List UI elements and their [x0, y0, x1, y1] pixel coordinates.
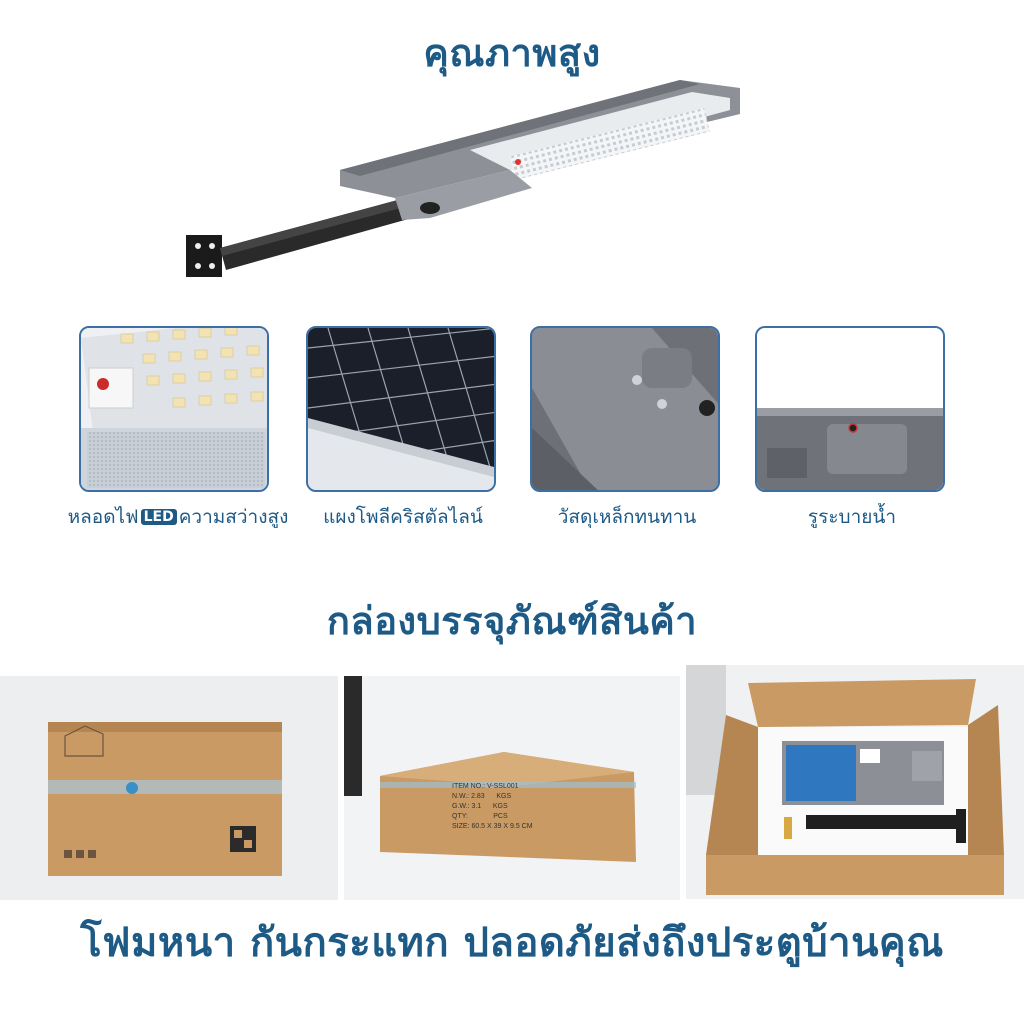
feature-caption-solar: แผงโพลีคริสตัลไลน์ — [323, 506, 483, 528]
led-closeup-image — [79, 326, 269, 492]
packaging-title: กล่องบรรจุภัณฑ์สินค้า — [326, 599, 698, 643]
feature-caption-material: วัสดุเหล็กทนทาน — [557, 506, 697, 528]
street-lamp-image — [180, 70, 740, 300]
metal-housing-closeup-image — [530, 326, 720, 492]
drain-hole-closeup-image — [755, 326, 945, 492]
open-box-photo — [686, 665, 1024, 899]
solar-panel-closeup-image — [306, 326, 496, 492]
box-item-no: ITEM NO.: V-SSL001 — [452, 783, 519, 790]
page-title: คุณภาพสูง — [423, 31, 601, 75]
box-label: ITEM NO.: V-SSL001 N.W.: 2.83 KGS G.W.: … — [452, 783, 533, 830]
sealed-box-photo — [0, 676, 338, 900]
footer-tagline: โฟมหนา กันกระแทก ปลอดภัยส่งถึงประตูบ้านค… — [80, 920, 944, 966]
led-badge: LED — [140, 509, 177, 525]
feature-caption-drain: รูระบายน้ำ — [807, 506, 897, 528]
box-label-photo: ITEM NO.: V-SSL001 N.W.: 2.83 KGS G.W.: … — [344, 676, 680, 900]
